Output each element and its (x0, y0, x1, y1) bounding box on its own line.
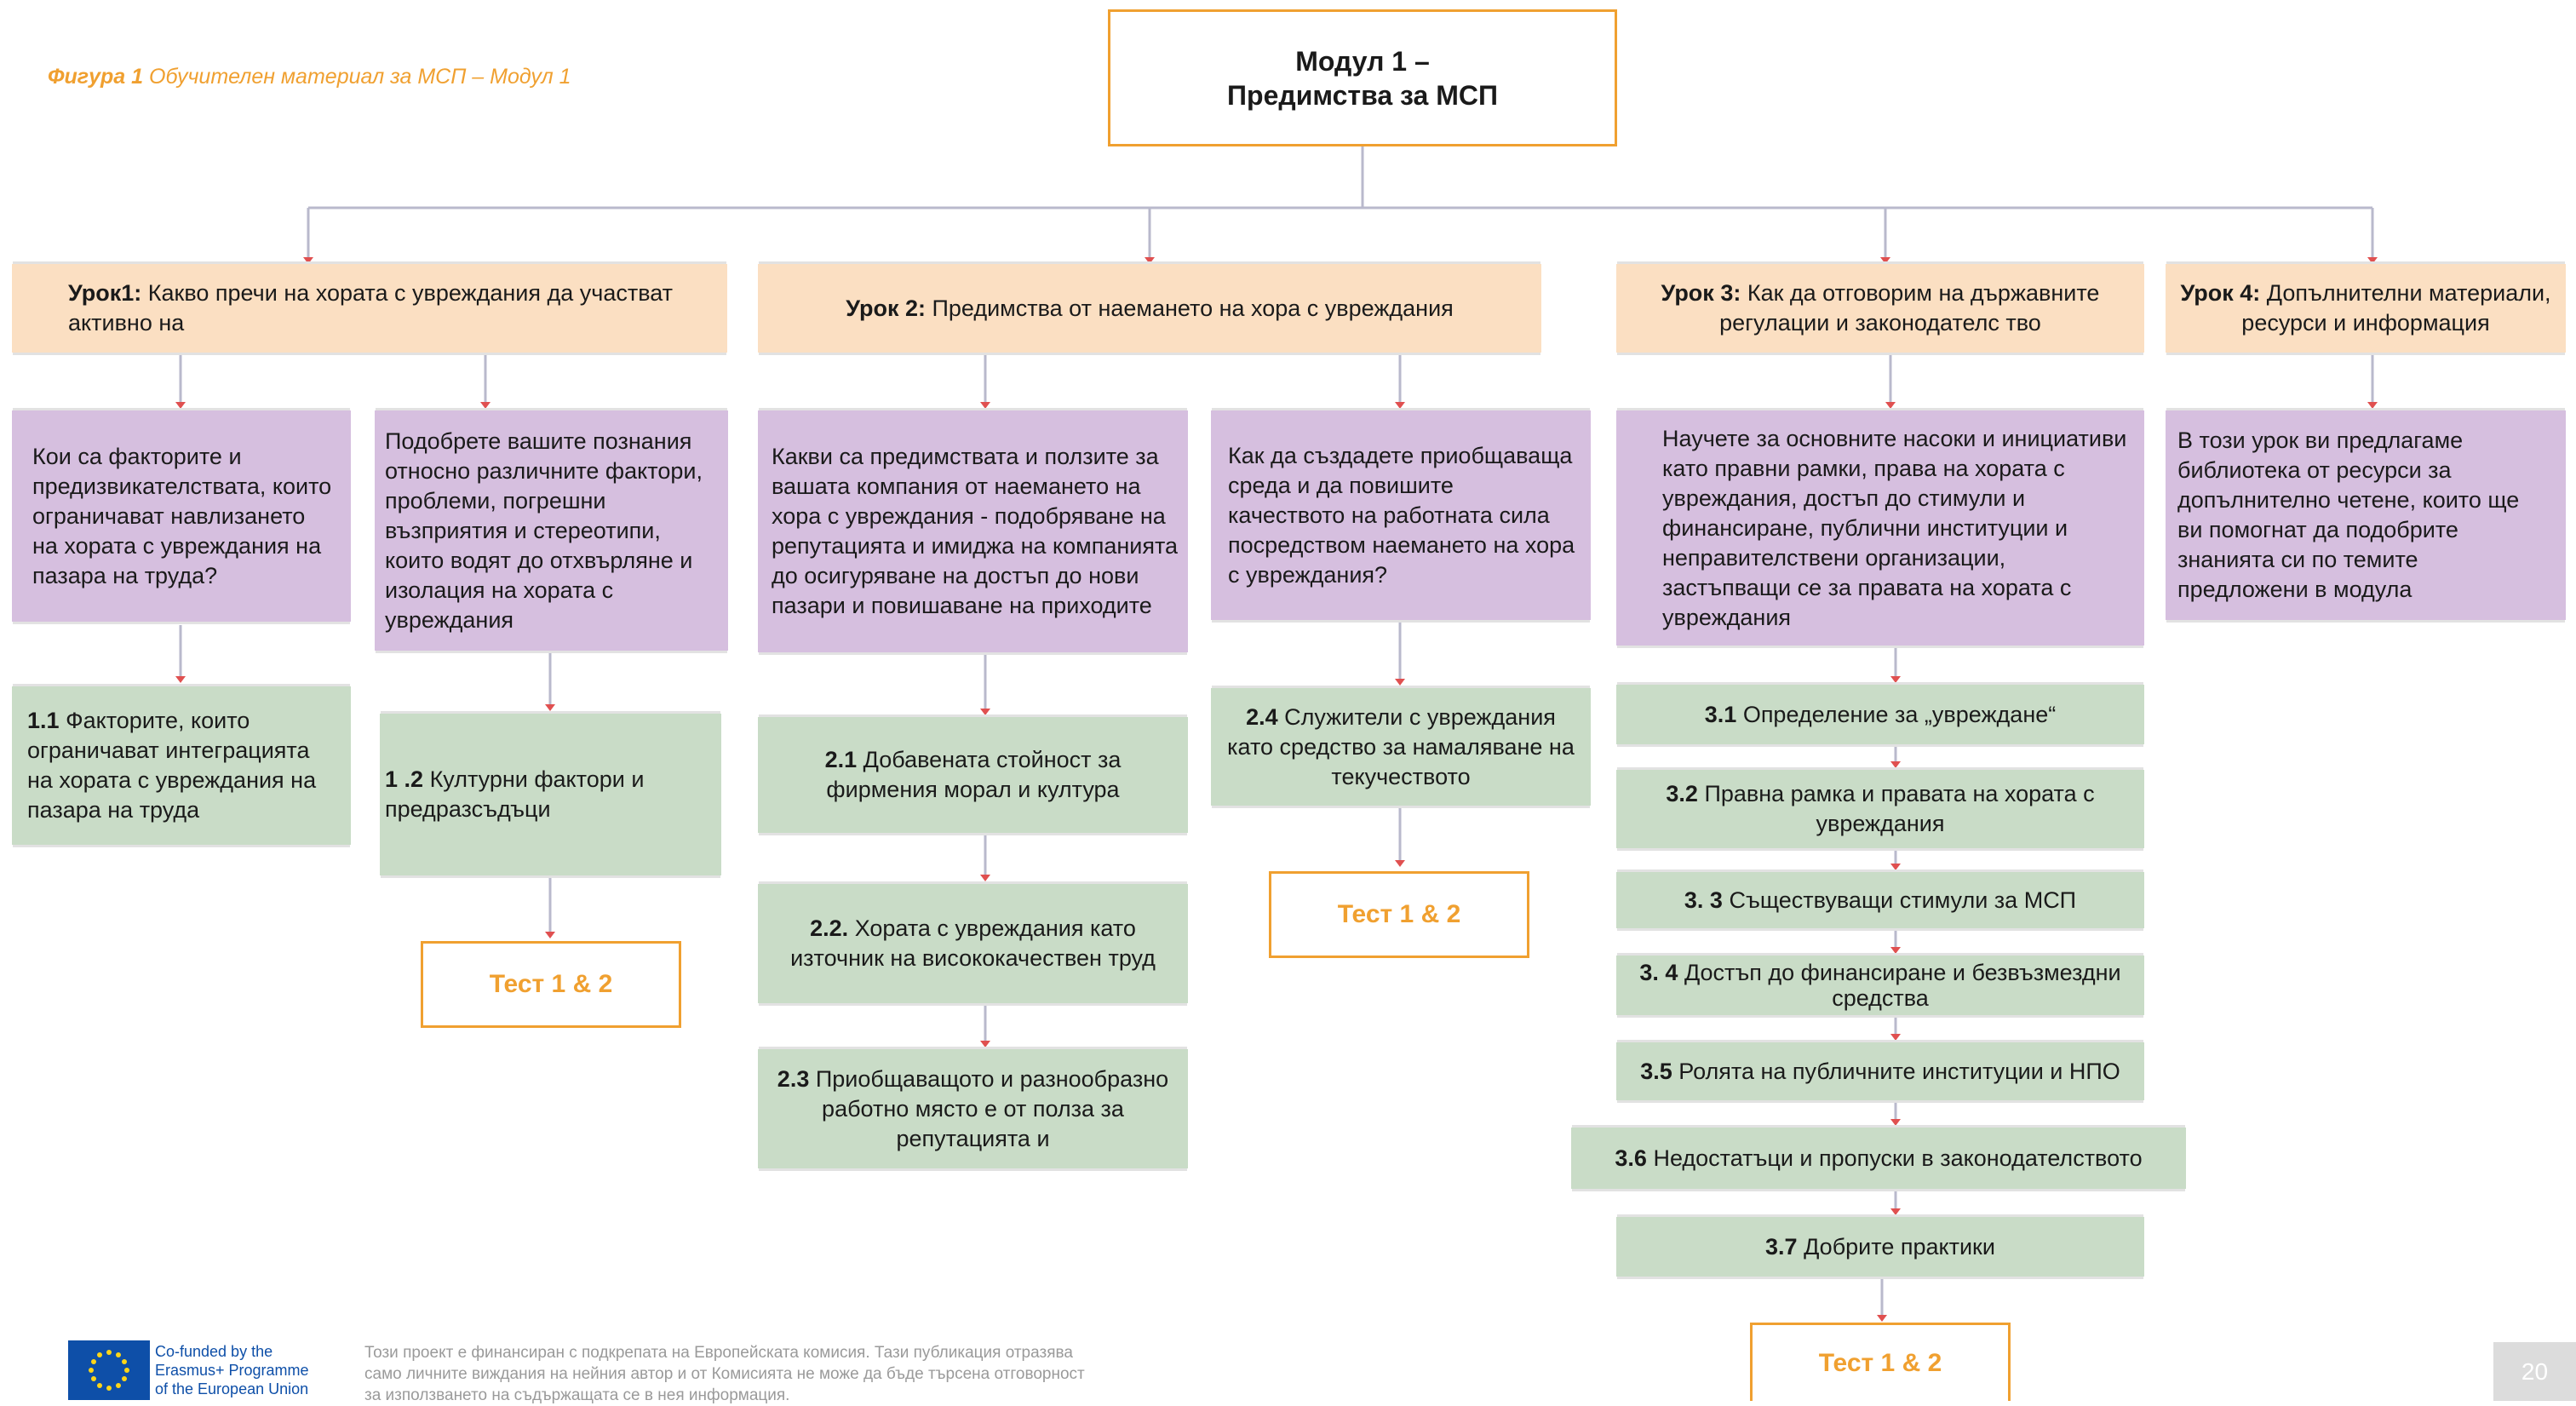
topic-3-4-box: 3. 4 Достъп до финансиране и безвъзмездн… (1616, 956, 2144, 1015)
topic-1-2-number: 1 .2 (385, 766, 424, 792)
eu-logo-line2: Erasmus+ Programme (155, 1362, 309, 1379)
lesson-1-prefix: Урок1: (68, 280, 142, 306)
topic-3-5-number: 3.5 (1640, 1058, 1672, 1084)
topic-2-3-text: Приобщаващото и разнообразно работно мяс… (815, 1065, 1169, 1151)
question-6-text: В този урок ви предлагаме библиотека от … (2177, 428, 2520, 602)
topic-2-2-text: Хората с увреждания като източник на вис… (790, 915, 1156, 971)
figure-caption-label: Фигура 1 (48, 65, 144, 89)
lesson-4-title: Допълнителни материали, ресурси и информ… (2241, 280, 2551, 336)
question-2-text: Подобрете вашите познания относно различ… (385, 428, 703, 633)
topic-3-1-text: Определение за „увреждане“ (1742, 701, 2057, 727)
topic-1-1-box: 1.1 Факторите, които ограничават интегра… (12, 686, 351, 845)
test-1-label: Тест 1 & 2 (489, 970, 613, 998)
eu-logo-line1: Co-funded by the (155, 1343, 273, 1360)
question-1-box: Кои са факторите и предизвикателствата, … (12, 410, 351, 622)
topic-2-4-text: Служители с увреждания като средство за … (1227, 703, 1575, 789)
topic-2-2-number: 2.2. (810, 915, 849, 941)
topic-2-4-box: 2.4 Служители с увреждания като средство… (1211, 688, 1591, 806)
eu-cofunded-logo: Co-funded by the Erasmus+ Programme of t… (68, 1340, 315, 1400)
topic-1-2-text: Културни фактори и предразсъдъци (385, 766, 645, 822)
question-3-box: Какви са предимствата и ползите за вашат… (758, 410, 1188, 652)
topic-2-1-text: Добавената стойност за фирмения морал и … (826, 747, 1122, 802)
topic-3-7-text: Добрите практики (1804, 1233, 1995, 1260)
question-5-text: Научете за основните насоки и инициативи… (1662, 425, 2127, 630)
question-4-box: Как да създадете приобщаваща среда и да … (1211, 410, 1591, 620)
question-3-text: Какви са предимствата и ползите за вашат… (772, 444, 1179, 618)
test-2-box[interactable]: Тест 1 & 2 (1269, 871, 1529, 958)
funding-disclaimer: Този проект е финансиран с подкрепата на… (364, 1344, 1085, 1404)
topic-3-3-box: 3. 3 Съществуващи стимули за МСП (1616, 872, 2144, 928)
topic-3-3-text: Съществуващи стимули за МСП (1729, 887, 2077, 913)
lesson-3-box: Урок 3: Как да отговорим на държавните р… (1616, 264, 2144, 353)
topic-1-1-number: 1.1 (27, 708, 60, 733)
topic-3-1-box: 3.1 Определение за „увреждане“ (1616, 685, 2144, 744)
test-3-box[interactable]: Тест 1 & 2 (1750, 1323, 2011, 1401)
topic-2-3-number: 2.3 (777, 1065, 810, 1092)
topic-3-2-number: 3.2 (1666, 781, 1698, 806)
topic-3-5-box: 3.5 Ролята на публичните институции и НП… (1616, 1042, 2144, 1100)
figure-caption-text: Обучителен материал за МСП – Модул 1 (149, 65, 571, 89)
topic-3-4-number: 3. 4 (1639, 960, 1678, 985)
topic-2-1-box: 2.1 Добавената стойност за фирмения мора… (758, 717, 1188, 833)
module-title-line2: Предимства за МСП (1227, 79, 1498, 111)
test-3-label: Тест 1 & 2 (1818, 1348, 1942, 1377)
topic-3-5-text: Ролята на публичните институции и НПО (1678, 1058, 2120, 1084)
topic-3-1-number: 3.1 (1704, 701, 1737, 727)
topic-2-4-number: 2.4 (1246, 703, 1278, 730)
topic-1-1-text: Факторите, които ограничават интеграцият… (27, 708, 317, 823)
test-1-box[interactable]: Тест 1 & 2 (421, 941, 681, 1028)
topic-3-3-number: 3. 3 (1684, 887, 1723, 913)
question-6-box: В този урок ви предлагаме библиотека от … (2166, 410, 2566, 620)
topic-3-6-text: Недостатъци и пропуски в законодателство… (1653, 1145, 2143, 1171)
lesson-3-title: Как да отговорим на държавните регулации… (1719, 280, 2100, 336)
topic-2-2-box: 2.2. Хората с увреждания като източник н… (758, 884, 1188, 1003)
eu-logo-line3: of the European Union (155, 1380, 309, 1397)
question-4-text: Как да създадете приобщаваща среда и да … (1228, 442, 1575, 588)
topic-3-7-box: 3.7 Добрите практики (1616, 1217, 2144, 1277)
lesson-2-box: Урок 2: Предимства от наемането на хора … (758, 264, 1541, 353)
lesson-1-box: Урок1: Какво пречи на хората с увреждани… (12, 264, 727, 353)
lesson-2-prefix: Урок 2: (846, 295, 926, 321)
lesson-4-prefix: Урок 4: (2180, 280, 2261, 306)
figure-caption: Фигура 1 Обучителен материал за МСП – Мо… (48, 65, 571, 89)
topic-3-2-text: Правна рамка и правата на хората с увреж… (1704, 781, 2095, 836)
eu-flag-icon (68, 1340, 150, 1400)
topic-3-7-number: 3.7 (1765, 1233, 1798, 1260)
module-title-line1: Модул 1 – (1295, 45, 1430, 77)
topic-3-4-text: Достъп до финансиране и безвъзмездни сре… (1684, 960, 2121, 1011)
question-5-box: Научете за основните насоки и инициативи… (1616, 410, 2144, 646)
question-2-box: Подобрете вашите познания относно различ… (375, 410, 728, 651)
lesson-4-box: Урок 4: Допълнителни материали, ресурси … (2166, 264, 2566, 353)
topic-2-1-number: 2.1 (824, 747, 858, 772)
topic-3-2-box: 3.2 Правна рамка и правата на хората с у… (1616, 770, 2144, 848)
topic-2-3-box: 2.3 Приобщаващото и разнообразно работно… (758, 1049, 1188, 1168)
lesson-3-prefix: Урок 3: (1661, 280, 1741, 306)
topic-3-6-box: 3.6 Недостатъци и пропуски в законодател… (1571, 1128, 2186, 1189)
topic-3-6-number: 3.6 (1615, 1145, 1647, 1171)
lesson-2-title: Предимства от наемането на хора с уврежд… (932, 295, 1454, 321)
lesson-1-title: Какво пречи на хората с увреждания да уч… (68, 280, 674, 336)
topic-1-2-box: 1 .2 Културни фактори и предразсъдъци (380, 714, 721, 875)
page-number: 20 (2493, 1342, 2576, 1401)
module-title-box: Модул 1 – Предимства за МСП (1108, 9, 1617, 146)
question-1-text: Кои са факторите и предизвикателствата, … (32, 443, 332, 588)
test-2-label: Тест 1 & 2 (1337, 900, 1461, 928)
